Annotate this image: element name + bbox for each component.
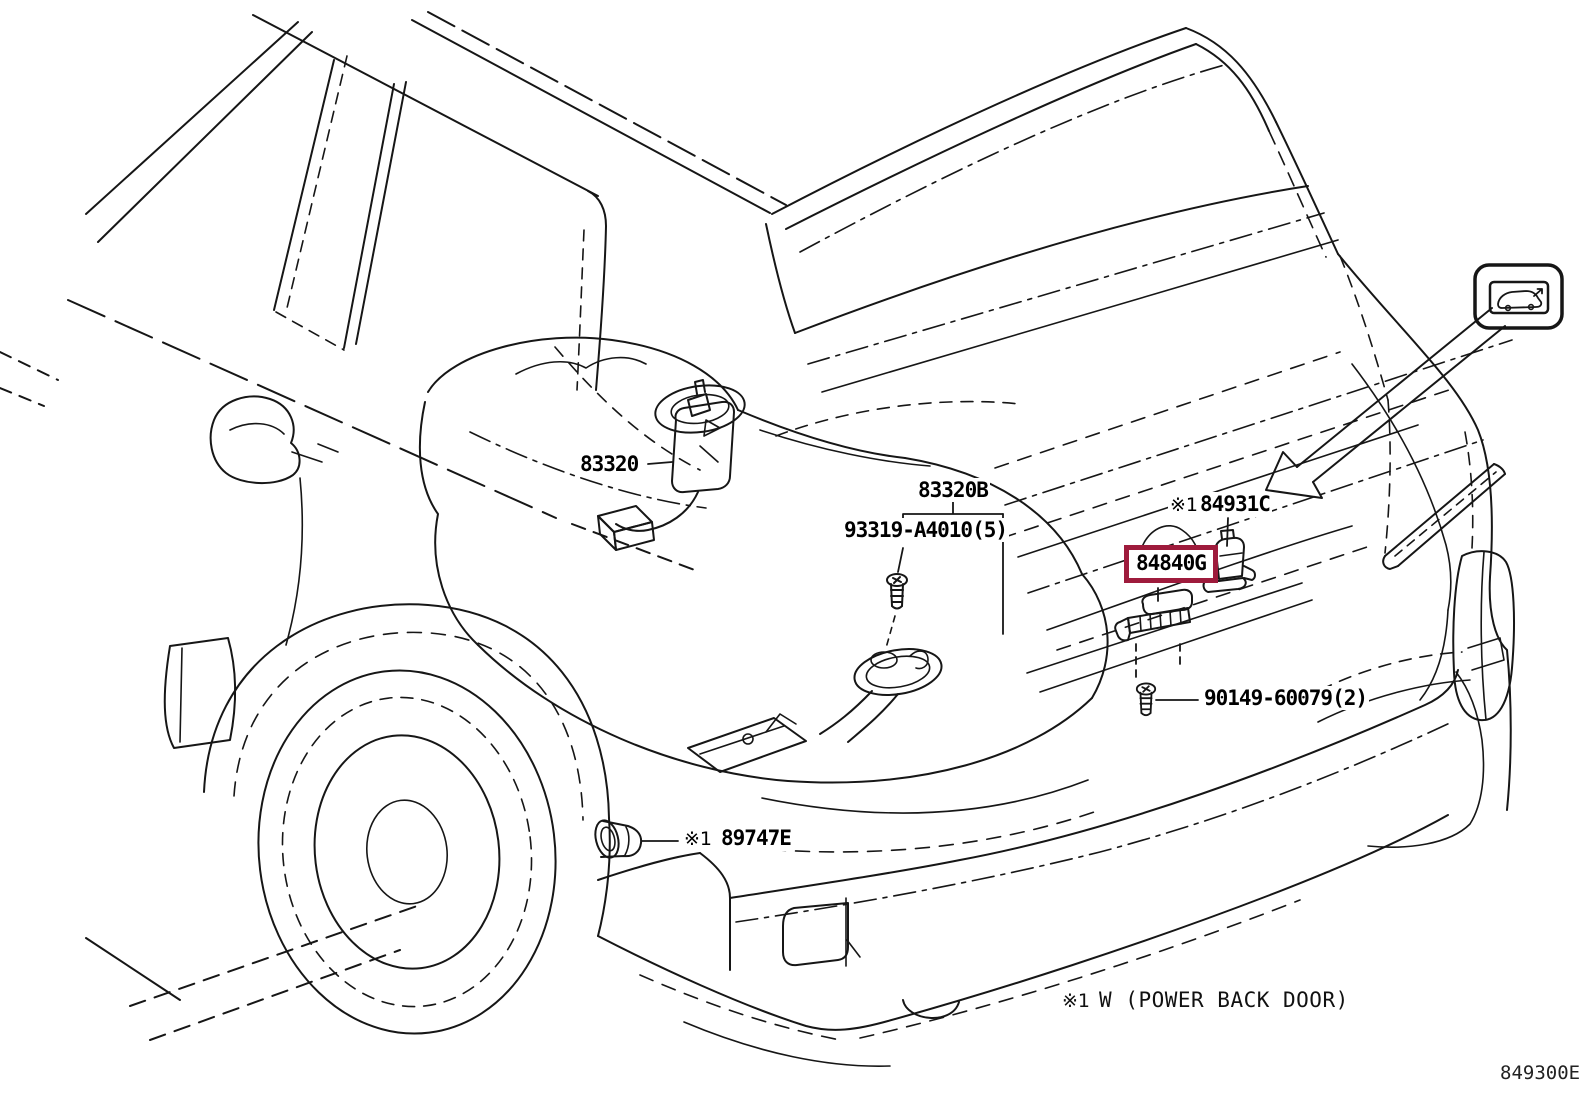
leader-84931c xyxy=(1226,517,1229,547)
part-number: 93319-A4010(5) xyxy=(844,518,1008,542)
vehicle-body-outline xyxy=(0,11,787,1041)
footnote-ref-mark: ※1 xyxy=(1062,990,1091,1012)
part-number: 90149-60079(2) xyxy=(1204,686,1368,710)
mud-flap xyxy=(163,637,237,749)
part-number: 84931C xyxy=(1200,492,1271,516)
part-label-93319-a4010[interactable]: 93319-A4010(5) xyxy=(842,518,1010,543)
screw-90149-drawing xyxy=(1135,682,1157,717)
highlight-box[interactable]: 84840G xyxy=(1124,545,1218,584)
tail-lamp xyxy=(1452,550,1515,811)
back-door-switch-84840g-drawing xyxy=(1114,588,1193,642)
rear-wheel xyxy=(203,603,611,1035)
power-back-door-switch-icon xyxy=(1473,263,1564,330)
part-label-90149-60079[interactable]: 90149-60079(2) xyxy=(1202,686,1370,711)
footnote-ref-mark: ※1 xyxy=(684,828,713,850)
footnote-ref-mark: ※1 xyxy=(1170,494,1199,516)
screw-93319-drawing xyxy=(885,573,908,649)
leader-83320 xyxy=(647,461,673,465)
buzzer-89747e-drawing xyxy=(594,819,643,859)
side-mirror xyxy=(209,395,339,646)
footnote-text: W (POWER BACK DOOR) xyxy=(1099,988,1349,1012)
fuel-pump-assembly-drawing xyxy=(687,648,943,773)
rear-bumper xyxy=(597,669,1485,1067)
part-label-89747e[interactable]: ※1 89747E xyxy=(682,826,793,851)
part-number: 83320 xyxy=(580,452,639,476)
footnote: ※1 W (POWER BACK DOOR) xyxy=(1062,988,1349,1013)
part-label-84931c[interactable]: ※184931C xyxy=(1168,492,1272,517)
diagram-code: 849300E xyxy=(1500,1062,1581,1084)
part-label-83320[interactable]: 83320 xyxy=(578,452,641,477)
part-number: 89747E xyxy=(721,826,792,850)
pointer-arrow xyxy=(1265,307,1506,499)
fuel-sender-83320-drawing xyxy=(597,379,735,551)
part-label-84840g: 84840G xyxy=(1136,551,1207,575)
part-label-83320b[interactable]: 83320B xyxy=(916,478,990,503)
liftgate-and-rear-body xyxy=(765,27,1513,723)
part-number: 83320B xyxy=(918,478,989,502)
fuel-tank xyxy=(418,336,1109,853)
